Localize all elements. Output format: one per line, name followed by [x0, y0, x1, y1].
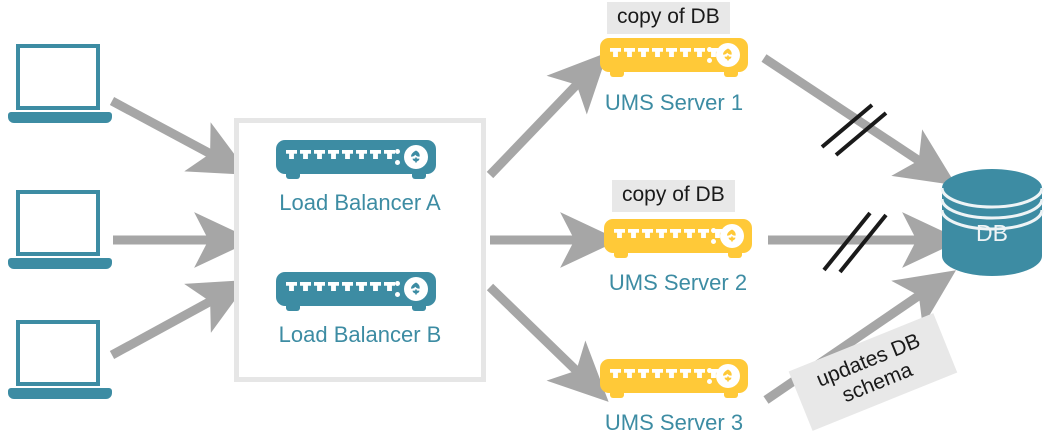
tree-logo-icon — [404, 277, 428, 301]
ums-server-2-copy-of-db-tag: copy of DB — [612, 180, 735, 212]
device-foot-left — [610, 70, 624, 77]
laptop-screen — [16, 320, 100, 386]
tree-logo-icon — [404, 145, 428, 169]
device-foot-right — [412, 304, 426, 311]
client-laptop-3 — [8, 320, 112, 408]
device-ports — [286, 282, 395, 291]
connection-break-slashes-icon-1 — [820, 103, 888, 157]
edge-ums1-to-db — [761, 54, 957, 186]
device-ports — [614, 229, 723, 238]
edge-client3-to-lb — [109, 279, 250, 359]
ums-server-3-label: UMS Server 3 — [604, 410, 744, 435]
device-foot-left — [614, 251, 628, 258]
database-cylinder-icon[interactable]: DB — [940, 168, 1044, 276]
device-foot-right — [412, 172, 426, 179]
device-foot-left — [610, 391, 624, 398]
ums-server-2-label: UMS Server 2 — [608, 270, 748, 295]
edge-client1-to-lb — [109, 97, 250, 175]
device-foot-right — [724, 391, 738, 398]
ums-server-1-label: UMS Server 1 — [604, 90, 744, 115]
connection-break-slashes-icon-2 — [822, 211, 888, 274]
edge-lb-to-ums3 — [486, 283, 609, 402]
device-status-dots — [395, 281, 400, 303]
client-laptop-2 — [8, 190, 112, 278]
device-ports — [610, 48, 719, 57]
device-status-dots — [395, 149, 400, 171]
database-label: DB — [976, 220, 1008, 246]
client-laptop-1 — [8, 44, 112, 132]
tree-logo-icon — [716, 364, 740, 388]
load-balancer-a-icon[interactable] — [276, 140, 436, 181]
device-status-dots — [707, 47, 712, 69]
load-balancer-a-label: Load Balancer A — [279, 190, 441, 215]
device-foot-left — [286, 172, 300, 179]
device-status-dots — [707, 368, 712, 390]
ums-server-1-copy-of-db-tag: copy of DB — [607, 2, 730, 34]
laptop-base — [8, 112, 112, 123]
device-ports — [286, 150, 395, 159]
laptop-screen — [16, 44, 100, 110]
tree-logo-icon — [720, 224, 744, 248]
database-shape — [940, 169, 1044, 276]
laptop-screen — [16, 190, 100, 256]
ums-server-2-icon[interactable] — [604, 219, 752, 260]
laptop-base — [8, 258, 112, 269]
tree-logo-icon — [716, 43, 740, 67]
device-foot-right — [724, 70, 738, 77]
updates-db-schema-label: updates DB schema — [788, 313, 958, 432]
load-balancer-b-icon[interactable] — [276, 272, 436, 313]
ums-server-3-icon[interactable] — [600, 359, 748, 400]
ums-server-1-icon[interactable] — [600, 38, 748, 79]
device-status-dots — [711, 228, 716, 250]
edge-lb-to-ums1 — [486, 52, 608, 179]
device-ports — [610, 369, 719, 378]
device-foot-left — [286, 304, 300, 311]
device-foot-right — [728, 251, 742, 258]
load-balancer-b-label: Load Balancer B — [278, 322, 442, 347]
laptop-base — [8, 388, 112, 399]
